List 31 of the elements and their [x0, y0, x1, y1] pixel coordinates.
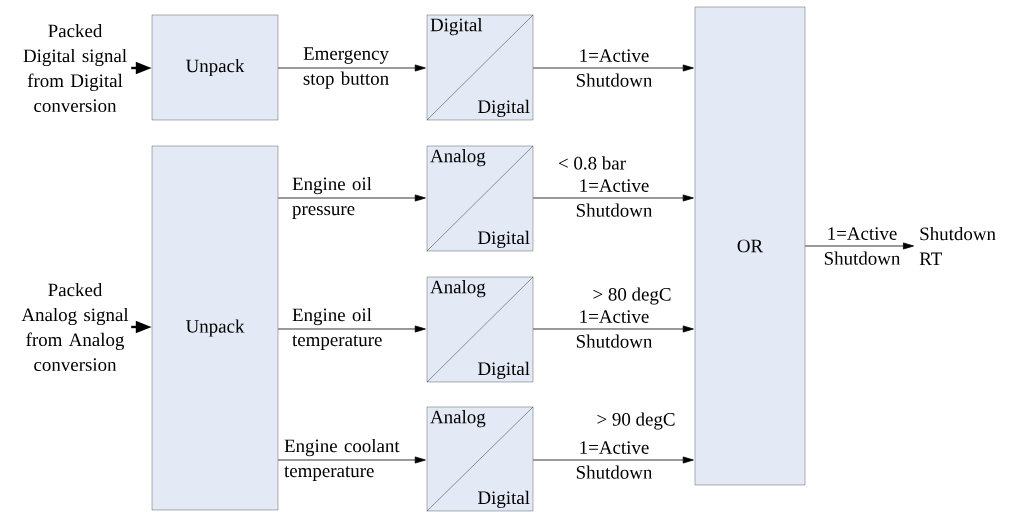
threshold-label: > 80 degC	[593, 287, 671, 305]
edge-label: Emergency stop button	[303, 47, 389, 89]
arrow	[532, 456, 694, 464]
arrow	[277, 456, 426, 464]
edge-label: Engine coolant temperature	[284, 438, 400, 482]
unpack-box: Unpack	[151, 145, 279, 511]
arrow	[277, 64, 426, 72]
arrow	[532, 64, 694, 72]
unpack-box: Unpack	[151, 14, 279, 121]
edge-label: 1=Active Shutdown	[824, 227, 901, 265]
threshold-label: < 0.8 bar	[558, 156, 626, 170]
converter-box: Analog Digital	[426, 276, 534, 383]
threshold-label: > 90 degC	[597, 412, 675, 430]
edge-label: 1=Active Shutdown	[576, 179, 653, 217]
arrow	[532, 325, 694, 333]
output-label: Shutdown RT	[919, 227, 996, 265]
arrow	[277, 325, 426, 333]
converter-box: Digital Digital	[426, 14, 534, 121]
arrow	[277, 194, 426, 202]
edge-label: 1=Active Shutdown	[576, 441, 653, 479]
edge-label: Engine oil temperature	[292, 307, 382, 351]
arrow	[532, 194, 694, 202]
edge-label: 1=Active Shutdown	[576, 310, 653, 348]
converter-box: Analog Digital	[426, 406, 534, 512]
signal-label: Packed Digital signal from Digital conversion	[23, 24, 127, 112]
or-gate-box: OR	[694, 6, 806, 486]
signal-label: Packed Analog signal from Analog conversion	[21, 283, 129, 371]
edge-label: Engine oil pressure	[292, 176, 372, 220]
edge-label: 1=Active Shutdown	[576, 49, 653, 87]
arrow	[804, 242, 914, 250]
converter-box: Analog Digital	[426, 145, 534, 252]
